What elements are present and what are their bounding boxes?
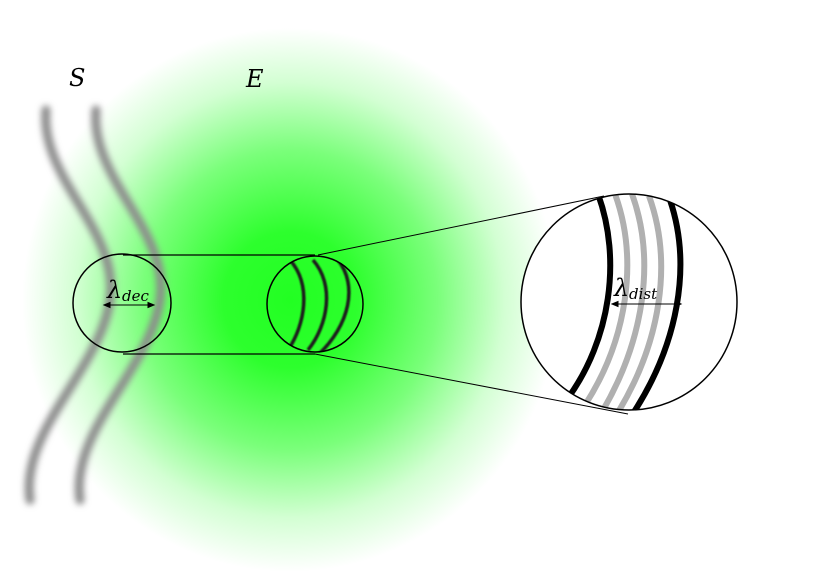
sample-fringe-2	[306, 258, 329, 352]
sample-fringes	[286, 258, 351, 352]
zoom-line-bottom	[314, 353, 629, 415]
magnified-region: λ dist	[520, 193, 738, 411]
zoom-line-top	[317, 195, 605, 256]
fringe-light-2	[599, 194, 648, 410]
sample-circle	[266, 255, 364, 353]
lambda-dec-subscript: dec	[122, 287, 149, 305]
magnified-circle	[520, 193, 738, 411]
fringe-dark-left	[565, 194, 614, 400]
sample-fringe-1	[286, 258, 306, 351]
magnified-background	[521, 194, 737, 410]
source-wavefronts	[24, 105, 166, 505]
zoom-lines	[314, 195, 629, 415]
beam-lines	[123, 254, 315, 355]
decoherence-circle	[72, 253, 172, 353]
source-wave-right	[74, 105, 166, 505]
lambda-dec-symbol: λ	[106, 276, 122, 304]
lambda-dist-arrow	[610, 300, 683, 308]
field-label: E	[245, 65, 264, 93]
source-wave-left	[24, 105, 116, 505]
sample-region	[266, 255, 364, 353]
lambda-dec-arrow	[102, 301, 156, 309]
fringe-light-3	[614, 194, 665, 410]
lambda-dist-subscript: dist	[629, 285, 658, 303]
fringe-light-1	[582, 194, 631, 407]
decoherence-region: λ dec	[72, 253, 172, 353]
lambda-dist-symbol: λ	[613, 274, 629, 302]
source-label: S	[69, 64, 85, 92]
sample-fringe-3	[316, 258, 351, 352]
environment-field	[22, 28, 558, 572]
